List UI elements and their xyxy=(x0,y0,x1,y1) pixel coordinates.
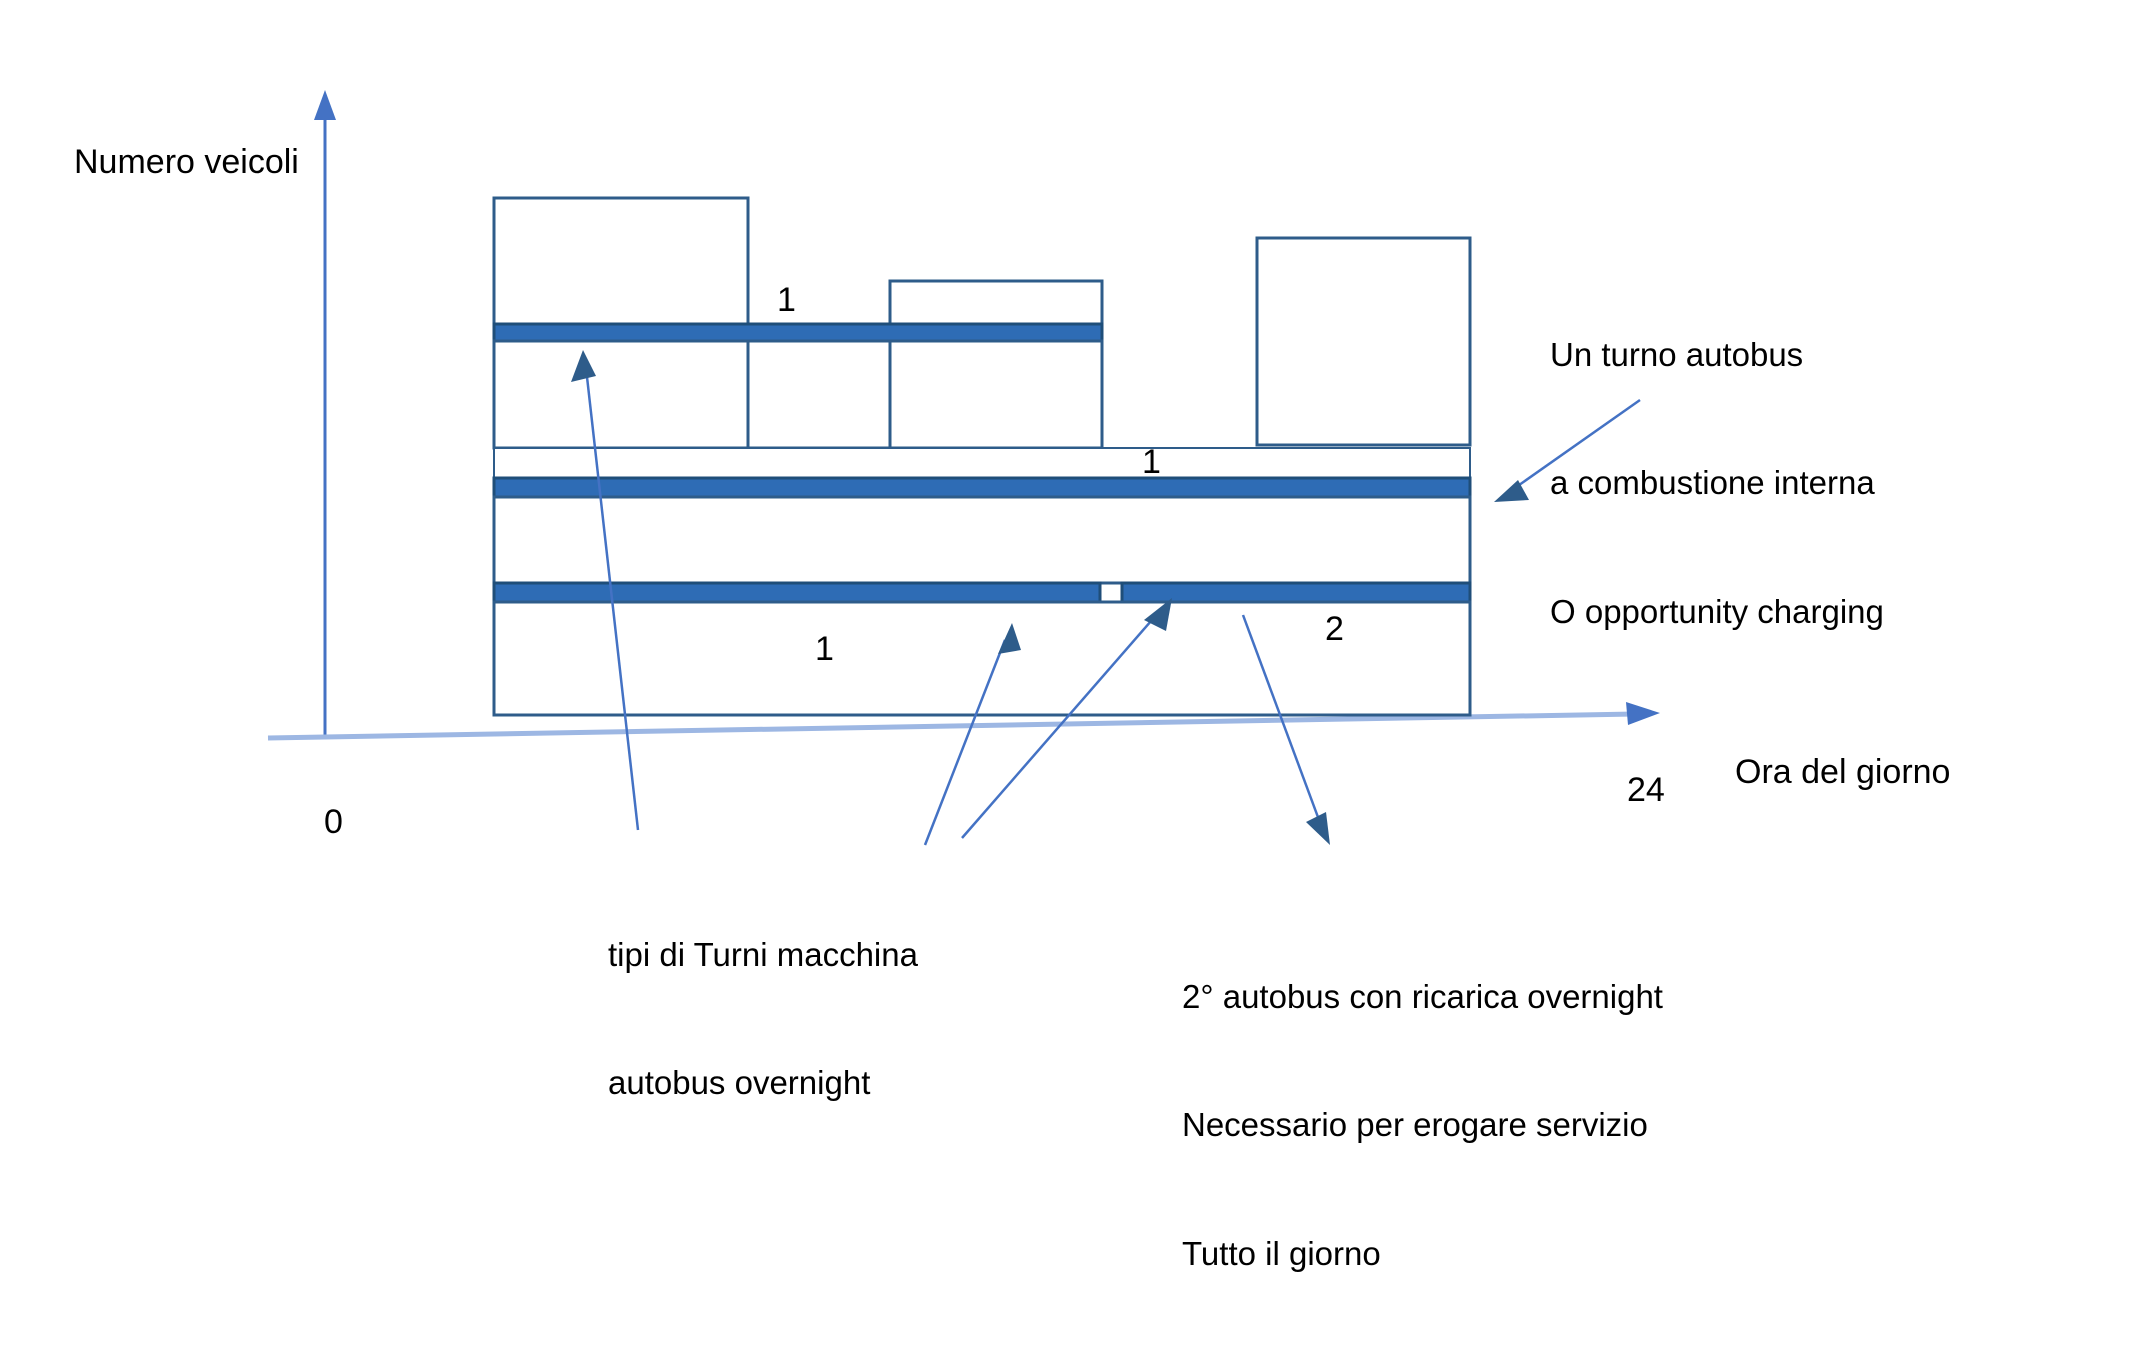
block-right-tall xyxy=(1255,236,1472,447)
leader-arrow-shift-types-lower xyxy=(923,623,1021,846)
annotation-internal-combustion-line-3: O opportunity charging xyxy=(1550,593,1884,631)
block-row2-b xyxy=(746,339,892,450)
annotation-internal-combustion-line-1: Un turno autobus xyxy=(1550,335,1804,373)
block-row2-a xyxy=(492,339,750,450)
x-axis-label: Ora del giorno xyxy=(1735,753,1951,791)
blue-bar-bottom-right xyxy=(1120,581,1472,604)
y-axis-label: Numero veicoli xyxy=(74,143,299,181)
annotation-second-overnight-bus: 2° autobus con ricarica overnight Necess… xyxy=(1182,890,1663,1362)
x-axis-arrow xyxy=(267,702,1660,741)
x-axis-start-tick: 0 xyxy=(324,803,343,841)
annotation-internal-combustion-line-2: a combustione interna xyxy=(1550,464,1875,502)
leader-arrow-shift-types-upper xyxy=(571,350,640,831)
block-row2-c xyxy=(888,339,1104,450)
block-row4-wide xyxy=(492,495,1472,585)
annotation-second-overnight-bus-line-2: Necessario per erogare servizio xyxy=(1182,1106,1648,1144)
blue-bar-middle xyxy=(492,476,1472,499)
block-row3-wide xyxy=(493,447,1471,479)
diagram-canvas: Numero veicoli 0 24 Ora del giorno 1 1 1… xyxy=(74,90,1951,1272)
annotation-shift-types: tipi di Turni macchina autobus overnight xyxy=(608,848,918,1191)
y-axis-arrow xyxy=(314,90,336,735)
value-label-top: 1 xyxy=(777,281,796,319)
value-label-lower-right: 2 xyxy=(1325,610,1344,648)
annotation-second-overnight-bus-line-1: 2° autobus con ricarica overnight xyxy=(1182,977,1663,1015)
value-label-lower-left: 1 xyxy=(815,630,834,668)
block-top-middle xyxy=(888,279,1104,326)
leader-arrow-second-bus xyxy=(1241,614,1330,845)
annotation-internal-combustion: Un turno autobus a combustione interna O… xyxy=(1550,248,1884,720)
leader-arrow-gap xyxy=(961,598,1172,839)
annotation-second-overnight-bus-line-3: Tutto il giorno xyxy=(1182,1235,1381,1273)
blue-bar-top xyxy=(492,322,1104,343)
block-top-left xyxy=(492,196,750,326)
blue-bar-bottom-left xyxy=(492,581,1102,604)
value-label-middle: 1 xyxy=(1142,443,1161,481)
annotation-shift-types-line-1: tipi di Turni macchina xyxy=(608,935,918,973)
leader-arrow-combustion xyxy=(1494,398,1641,502)
diagram-vector-layer xyxy=(267,90,1660,846)
annotation-shift-types-line-2: autobus overnight xyxy=(608,1064,871,1102)
x-axis-end-tick: 24 xyxy=(1627,771,1665,809)
